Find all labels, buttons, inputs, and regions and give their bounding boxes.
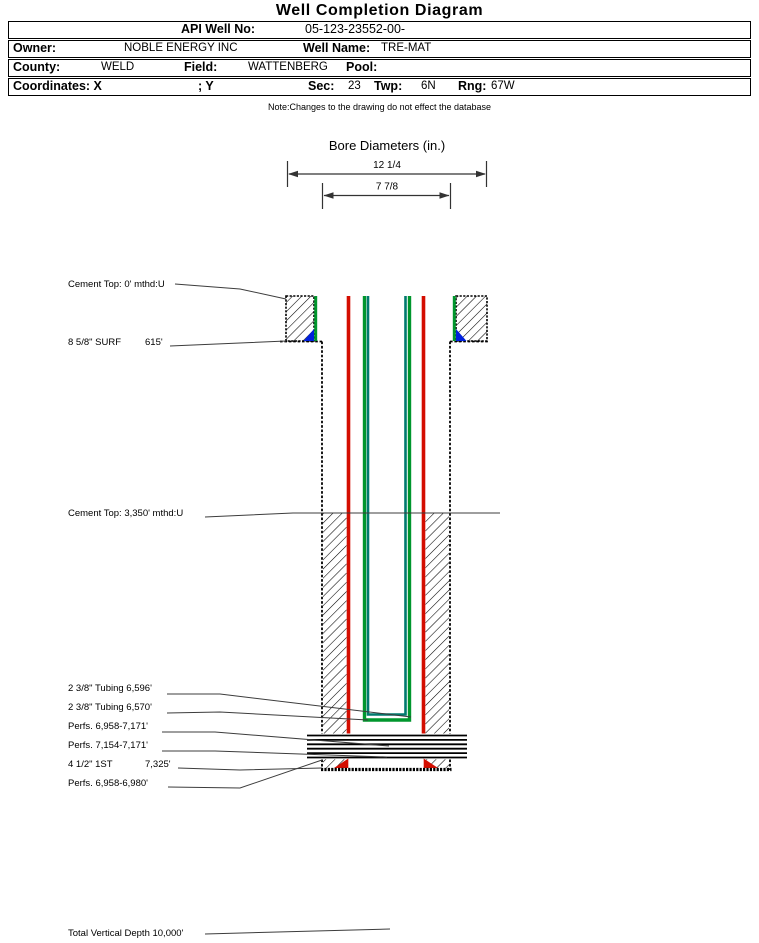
owner-value: NOBLE ENERGY INC bbox=[124, 42, 238, 54]
label-total-depth: Total Vertical Depth 10,000' bbox=[68, 928, 184, 939]
rng-label: Rng: bbox=[458, 79, 487, 93]
well-schematic: Bore Diameters (in.) 12 1/4 7 7/8 bbox=[68, 138, 500, 939]
page-title: Well Completion Diagram bbox=[275, 2, 484, 19]
label-production-casing-depth: 7,325' bbox=[145, 759, 171, 770]
table-row-county: County: WELD Field: WATTENBERG Pool: bbox=[8, 59, 751, 77]
label-perfs-2: Perfs. 7,154-7,171' bbox=[68, 740, 148, 751]
production-shoe-left bbox=[334, 758, 349, 768]
cement-production-left bbox=[323, 513, 347, 768]
tubing-string-outer bbox=[362, 296, 412, 722]
county-label: County: bbox=[13, 60, 61, 74]
table-row-api: API Well No: 05-123-23552-00- bbox=[8, 21, 751, 39]
sec-label: Sec: bbox=[308, 79, 335, 93]
production-shoe-right bbox=[423, 758, 438, 768]
cement-surface-right bbox=[455, 295, 488, 342]
bore-diameters-title: Bore Diameters (in.) bbox=[329, 138, 445, 153]
api-label: API Well No: bbox=[181, 22, 256, 36]
well-name-value: TRE-MAT bbox=[381, 42, 432, 54]
field-value: WATTENBERG bbox=[248, 61, 328, 73]
well-name-label: Well Name: bbox=[303, 41, 371, 55]
twp-label: Twp: bbox=[374, 79, 403, 93]
inner-bore-dimension: 7 7/8 bbox=[376, 182, 399, 193]
leader-lines bbox=[162, 283, 500, 935]
coordinates-label: Coordinates: X bbox=[13, 79, 102, 93]
field-label: Field: bbox=[184, 60, 218, 74]
tubing-string-inner bbox=[366, 296, 407, 716]
county-value: WELD bbox=[101, 61, 135, 73]
pool-label: Pool: bbox=[346, 60, 378, 74]
label-cement-top-surface: Cement Top: 0' mthd:U bbox=[68, 279, 165, 290]
label-perfs-1: Perfs. 6,958-7,171' bbox=[68, 721, 148, 732]
owner-label: Owner: bbox=[13, 41, 57, 55]
sec-value: 23 bbox=[348, 80, 361, 92]
surface-shoe-right bbox=[456, 329, 467, 341]
cement-production-right bbox=[425, 513, 449, 768]
table-row-owner: Owner: NOBLE ENERGY INC Well Name: TRE-M… bbox=[8, 40, 751, 58]
surface-shoe-left bbox=[303, 329, 314, 341]
api-value: 05-123-23552-00- bbox=[305, 22, 406, 36]
label-production-casing: 4 1/2" 1ST bbox=[68, 759, 113, 770]
coord-y-label: ; Y bbox=[198, 79, 214, 93]
table-row-coordinates: Coordinates: X ; Y Sec: 23 Twp: 6N Rng: … bbox=[8, 78, 751, 96]
label-cement-top-production: Cement Top: 3,350' mthd:U bbox=[68, 508, 183, 519]
rng-value: 67W bbox=[491, 80, 515, 92]
well-info-table: API Well No: 05-123-23552-00- Owner: NOB… bbox=[8, 21, 751, 98]
label-tubing-1: 2 3/8" Tubing 6,596' bbox=[68, 683, 152, 694]
label-surface-casing-depth: 615' bbox=[145, 337, 163, 348]
label-surface-casing: 8 5/8" SURF bbox=[68, 337, 121, 348]
twp-value: 6N bbox=[421, 80, 436, 92]
label-perfs-3: Perfs. 6,958-6,980' bbox=[68, 778, 148, 789]
label-tubing-2: 2 3/8" Tubing 6,570' bbox=[68, 702, 152, 713]
outer-bore-dimension: 12 1/4 bbox=[373, 160, 401, 171]
database-note: Note:Changes to the drawing do not effec… bbox=[268, 102, 491, 112]
bore-diameter-dimensions: Bore Diameters (in.) 12 1/4 7 7/8 bbox=[286, 138, 488, 209]
